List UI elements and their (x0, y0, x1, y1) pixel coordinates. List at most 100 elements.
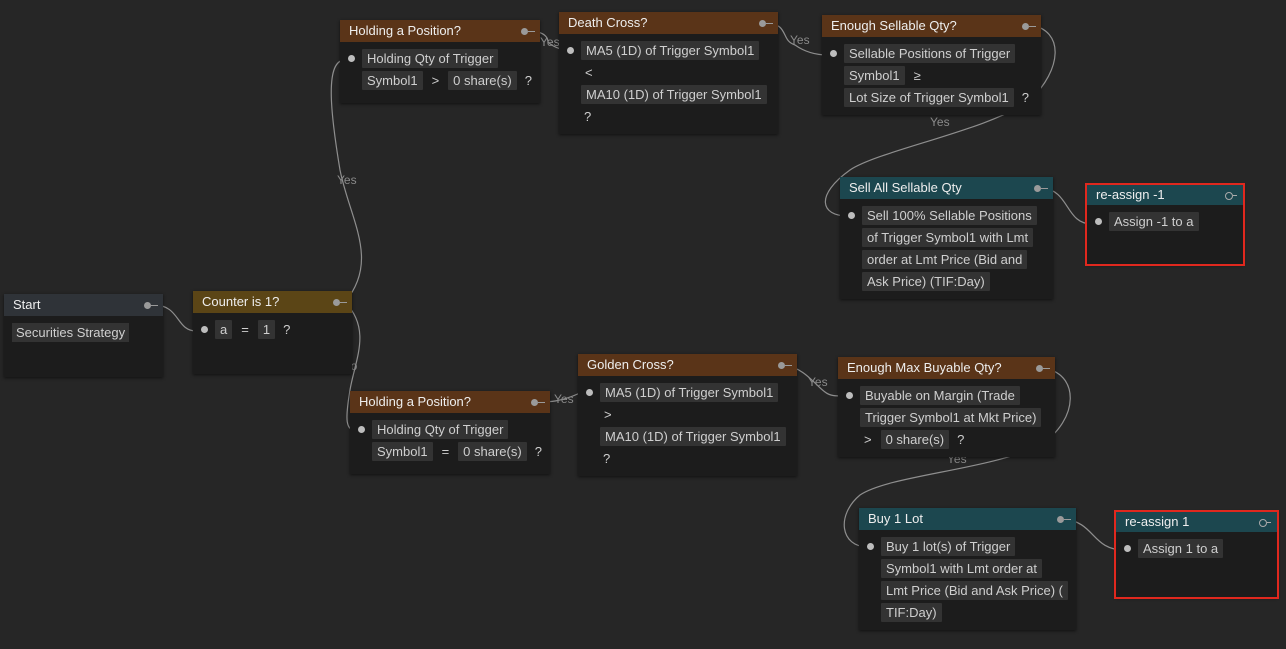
operator: < (585, 64, 593, 80)
wire-label-yes: Yes (930, 115, 950, 129)
assign-chip[interactable]: Assign 1 to a (1138, 538, 1224, 558)
input-port-icon[interactable] (201, 326, 208, 333)
condition-chip[interactable]: Symbol1 (362, 70, 423, 90)
node-header[interactable]: re-assign 1 (1116, 512, 1277, 532)
output-port-icon[interactable] (778, 362, 792, 369)
output-port-icon[interactable] (759, 20, 773, 27)
condition-chip[interactable]: Sellable Positions of Trigger (844, 43, 1016, 63)
buy-one-lot-node[interactable]: Buy 1 Lot Buy 1 lot(s) of Trigger Symbol… (859, 508, 1076, 630)
wire-label-yes: Yes (337, 173, 357, 187)
sell-all-sellable-node[interactable]: Sell All Sellable Qty Sell 100% Sellable… (840, 177, 1053, 299)
condition-chip[interactable]: Symbol1 (844, 65, 905, 85)
action-chip[interactable]: of Trigger Symbol1 with Lmt (862, 227, 1034, 247)
node-title: re-assign -1 (1096, 187, 1165, 202)
condition-chip[interactable]: MA10 (1D) of Trigger Symbol1 (600, 426, 786, 446)
node-header[interactable]: Death Cross? (559, 12, 778, 34)
node-title: Holding a Position? (359, 394, 472, 409)
question-mark: ? (957, 431, 965, 447)
reassign-negative-node[interactable]: re-assign -1 Assign -1 to a (1085, 183, 1245, 266)
node-title: Sell All Sellable Qty (849, 180, 962, 195)
golden-cross-node[interactable]: Golden Cross? MA5 (1D) of Trigger Symbol… (578, 354, 797, 476)
assign-chip[interactable]: Assign -1 to a (1109, 211, 1199, 231)
input-port-icon[interactable] (348, 55, 355, 62)
input-port-icon[interactable] (846, 392, 853, 399)
condition-chip[interactable]: Buyable on Margin (Trade (860, 385, 1020, 405)
wire-label-yes: Yes (808, 375, 828, 389)
reassign-positive-node[interactable]: re-assign 1 Assign 1 to a (1114, 510, 1279, 599)
action-chip[interactable]: Lmt Price (Bid and Ask Price) ( (881, 580, 1068, 600)
node-title: Holding a Position? (349, 23, 462, 38)
value-chip[interactable]: 1 (257, 319, 276, 339)
question-mark: ? (1021, 89, 1029, 105)
input-port-icon[interactable] (848, 212, 855, 219)
operator: > (604, 406, 612, 422)
enough-max-buyable-node[interactable]: Enough Max Buyable Qty? Buyable on Margi… (838, 357, 1055, 457)
node-title: Golden Cross? (587, 357, 674, 372)
output-loop-icon[interactable] (1259, 519, 1271, 527)
action-chip[interactable]: TIF:Day) (881, 602, 942, 622)
input-port-icon[interactable] (867, 543, 874, 550)
condition-chip[interactable]: Symbol1 (372, 441, 433, 461)
node-header[interactable]: Golden Cross? (578, 354, 797, 376)
output-port-icon[interactable] (1036, 365, 1050, 372)
node-title: Enough Sellable Qty? (831, 18, 957, 33)
question-mark: ? (584, 108, 592, 124)
input-port-icon[interactable] (1095, 218, 1102, 225)
condition-chip[interactable]: Lot Size of Trigger Symbol1 (844, 87, 1014, 107)
operator: = (241, 321, 249, 337)
node-header[interactable]: re-assign -1 (1087, 185, 1243, 205)
input-port-icon[interactable] (586, 389, 593, 396)
enough-sellable-qty-node[interactable]: Enough Sellable Qty? Sellable Positions … (822, 15, 1041, 115)
input-port-icon[interactable] (358, 426, 365, 433)
node-header[interactable]: Sell All Sellable Qty (840, 177, 1053, 199)
node-header[interactable]: Holding a Position? (350, 391, 550, 413)
input-port-icon[interactable] (567, 47, 574, 54)
node-header[interactable]: Buy 1 Lot (859, 508, 1076, 530)
output-port-icon[interactable] (333, 299, 347, 306)
condition-chip[interactable]: MA5 (1D) of Trigger Symbol1 (581, 40, 760, 60)
node-title: Buy 1 Lot (868, 511, 923, 526)
action-chip[interactable]: order at Lmt Price (Bid and (862, 249, 1028, 269)
output-port-icon[interactable] (531, 399, 545, 406)
node-header[interactable]: Enough Max Buyable Qty? (838, 357, 1055, 379)
node-header[interactable]: Enough Sellable Qty? (822, 15, 1041, 37)
action-chip[interactable]: Buy 1 lot(s) of Trigger (881, 536, 1016, 556)
question-mark: ? (603, 450, 611, 466)
condition-chip[interactable]: MA10 (1D) of Trigger Symbol1 (581, 84, 767, 104)
death-cross-node[interactable]: Death Cross? MA5 (1D) of Trigger Symbol1… (559, 12, 778, 134)
node-title: Start (13, 297, 41, 312)
action-chip[interactable]: Sell 100% Sellable Positions (862, 205, 1037, 225)
node-title: Death Cross? (568, 15, 648, 30)
input-port-icon[interactable] (1124, 545, 1131, 552)
question-mark: ? (524, 72, 532, 88)
action-chip[interactable]: Symbol1 with Lmt order at (881, 558, 1043, 578)
condition-chip[interactable]: Holding Qty of Trigger (372, 419, 509, 439)
holding-position-node-top[interactable]: Holding a Position? Holding Qty of Trigg… (340, 20, 540, 103)
condition-chip[interactable]: MA5 (1D) of Trigger Symbol1 (600, 382, 779, 402)
action-chip[interactable]: Ask Price) (TIF:Day) (862, 271, 990, 291)
node-title: re-assign 1 (1125, 514, 1190, 529)
wire-label-yes: Yes (790, 33, 810, 47)
variable-chip[interactable]: a (215, 319, 233, 339)
start-node[interactable]: Start Securities Strategy (4, 294, 163, 377)
condition-chip[interactable]: Trigger Symbol1 at Mkt Price) (860, 407, 1042, 427)
value-chip[interactable]: 0 share(s) (880, 429, 950, 449)
output-port-icon[interactable] (144, 302, 158, 309)
node-title: Counter is 1? (202, 294, 280, 309)
operator: > (431, 72, 440, 88)
condition-chip[interactable]: Holding Qty of Trigger (362, 48, 499, 68)
operator: ≥ (913, 67, 921, 83)
output-loop-icon[interactable] (1225, 192, 1237, 200)
node-header[interactable]: Counter is 1? (193, 291, 352, 313)
output-port-icon[interactable] (1057, 516, 1071, 523)
input-port-icon[interactable] (830, 50, 837, 57)
output-port-icon[interactable] (1022, 23, 1036, 30)
output-port-icon[interactable] (521, 28, 535, 35)
holding-position-node-bottom[interactable]: Holding a Position? Holding Qty of Trigg… (350, 391, 550, 474)
output-port-icon[interactable] (1034, 185, 1048, 192)
node-header[interactable]: Start (4, 294, 163, 316)
value-chip[interactable]: 0 share(s) (458, 441, 527, 461)
node-header[interactable]: Holding a Position? (340, 20, 540, 42)
value-chip[interactable]: 0 share(s) (448, 70, 517, 90)
counter-node[interactable]: Counter is 1? a = 1 ? (193, 291, 352, 374)
